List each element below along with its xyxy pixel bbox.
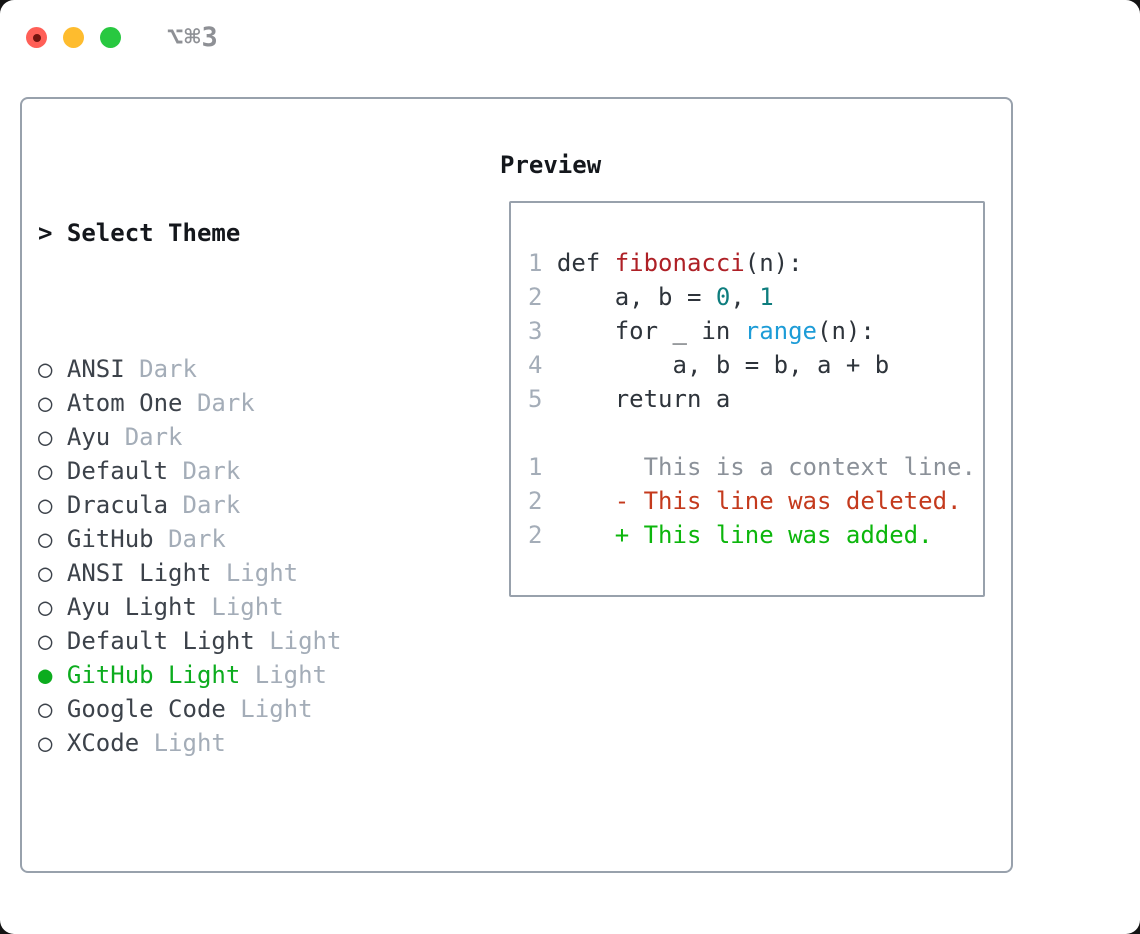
theme-option[interactable]: ○ XCode Light — [38, 726, 443, 760]
code-segment: a, b = — [556, 283, 716, 311]
theme-variant-tag: Dark — [196, 389, 255, 417]
code-segment: def — [556, 249, 615, 277]
radio-icon: ○ — [38, 559, 67, 587]
select-theme-header: Select Theme — [66, 219, 241, 247]
diff-text: This is a context line. — [542, 453, 976, 481]
radio-icon: ○ — [38, 457, 67, 485]
theme-option[interactable]: ○ ANSI Light Light — [38, 556, 443, 590]
code-line: 4 a, b = b, a + b — [528, 348, 983, 382]
theme-name: Ayu Light — [66, 593, 212, 621]
theme-name: Atom One — [66, 389, 197, 417]
minimize-button[interactable] — [63, 27, 84, 48]
theme-variant-tag: Light — [225, 559, 299, 587]
theme-variant-tag: Light — [254, 661, 327, 689]
code-segment: (n): — [744, 249, 803, 277]
main-panel: > Select Theme ○ ANSI Dark○ Atom One Dar… — [20, 97, 1013, 873]
code-line: 1 def fibonacci(n): — [528, 246, 983, 280]
radio-icon: ○ — [38, 729, 67, 757]
maximize-button[interactable] — [100, 27, 121, 48]
theme-variant-tag: Dark — [182, 457, 241, 485]
theme-option[interactable]: ○ Ayu Dark — [38, 420, 443, 454]
code-segment: for _ in — [556, 317, 745, 345]
theme-variant-tag: Light — [211, 593, 284, 621]
theme-list: ○ ANSI Dark○ Atom One Dark○ Ayu Dark○ De… — [38, 352, 443, 760]
code-segment: range — [744, 317, 817, 345]
theme-name: GitHub — [66, 525, 169, 553]
theme-variant-tag: Light — [153, 729, 226, 757]
radio-icon: ○ — [38, 491, 67, 519]
code-line: 2 a, b = 0, 1 — [528, 280, 983, 314]
theme-variant-tag: Light — [240, 695, 313, 723]
theme-selector: > Select Theme ○ ANSI Dark○ Atom One Dar… — [38, 148, 443, 934]
theme-option[interactable]: ○ Ayu Light Light — [38, 590, 443, 624]
theme-name: ANSI Light — [66, 559, 226, 587]
theme-option[interactable]: ○ Atom One Dark — [38, 386, 443, 420]
diff-text: + This line was added. — [542, 521, 933, 549]
code-segment: , — [730, 283, 760, 311]
select-theme-header-row: > Select Theme — [38, 216, 443, 250]
theme-option[interactable]: ○ Default Dark — [38, 454, 443, 488]
diff-block: 1 This is a context line.2 - This line w… — [528, 450, 983, 552]
theme-option[interactable]: ○ Google Code Light — [38, 692, 443, 726]
code-segment: a, b = b, a + b — [556, 351, 890, 379]
theme-name: Default Light — [66, 627, 270, 655]
code-segment: 1 — [759, 283, 774, 311]
diff-line: 2 - This line was deleted. — [528, 484, 983, 518]
code-segment: fibonacci — [614, 249, 745, 277]
radio-icon: ○ — [38, 525, 67, 553]
traffic-lights — [26, 27, 121, 48]
theme-variant-tag: Light — [269, 627, 342, 655]
diff-line: 2 + This line was added. — [528, 518, 983, 552]
code-line: 3 for _ in range(n): — [528, 314, 983, 348]
theme-option[interactable]: ○ Dracula Dark — [38, 488, 443, 522]
line-number: 3 — [528, 317, 557, 345]
prompt-icon: > — [38, 219, 53, 247]
theme-name: XCode — [66, 729, 154, 757]
radio-icon: ○ — [38, 627, 67, 655]
theme-name: Google Code — [66, 695, 241, 723]
line-number: 2 — [528, 283, 557, 311]
close-button[interactable] — [26, 27, 47, 48]
theme-name: GitHub Light — [66, 661, 255, 689]
theme-option[interactable]: ○ GitHub Dark — [38, 522, 443, 556]
line-number: 2 — [528, 521, 543, 549]
close-dot-icon — [32, 33, 41, 42]
radio-icon: ○ — [38, 389, 67, 417]
theme-variant-tag: Dark — [182, 491, 241, 519]
diff-text: - This line was deleted. — [542, 487, 962, 515]
theme-name: ANSI — [66, 355, 140, 383]
radio-icon: ○ — [38, 593, 67, 621]
code-segment: 0 — [715, 283, 731, 311]
code-segment: return a — [556, 385, 731, 413]
diff-line: 1 This is a context line. — [528, 450, 983, 484]
theme-variant-tag: Dark — [139, 355, 197, 383]
line-number: 1 — [528, 453, 543, 481]
line-number: 5 — [528, 385, 557, 413]
theme-name: Dracula — [66, 491, 183, 519]
theme-name: Ayu — [66, 423, 125, 451]
radio-icon: ○ — [38, 423, 67, 451]
theme-option[interactable]: ○ Default Light Light — [38, 624, 443, 658]
spacer — [38, 862, 443, 896]
code-line: 5 return a — [528, 382, 983, 416]
radio-icon: ○ — [38, 355, 67, 383]
line-number: 4 — [528, 351, 557, 379]
line-number: 1 — [528, 249, 557, 277]
theme-option[interactable]: ● GitHub Light Light — [38, 658, 443, 692]
radio-selected-icon: ● — [38, 661, 67, 689]
window-shortcut-label: ⌥⌘3 — [167, 22, 219, 53]
theme-option[interactable]: ○ ANSI Dark — [38, 352, 443, 386]
titlebar: ⌥⌘3 — [0, 0, 1140, 75]
theme-variant-tag: Dark — [124, 423, 183, 451]
preview-header: Preview — [500, 151, 602, 179]
code-segment: (n): — [817, 317, 875, 345]
theme-name: Default — [66, 457, 183, 485]
radio-icon: ○ — [38, 695, 67, 723]
theme-variant-tag: Dark — [168, 525, 226, 553]
line-number: 2 — [528, 487, 543, 515]
